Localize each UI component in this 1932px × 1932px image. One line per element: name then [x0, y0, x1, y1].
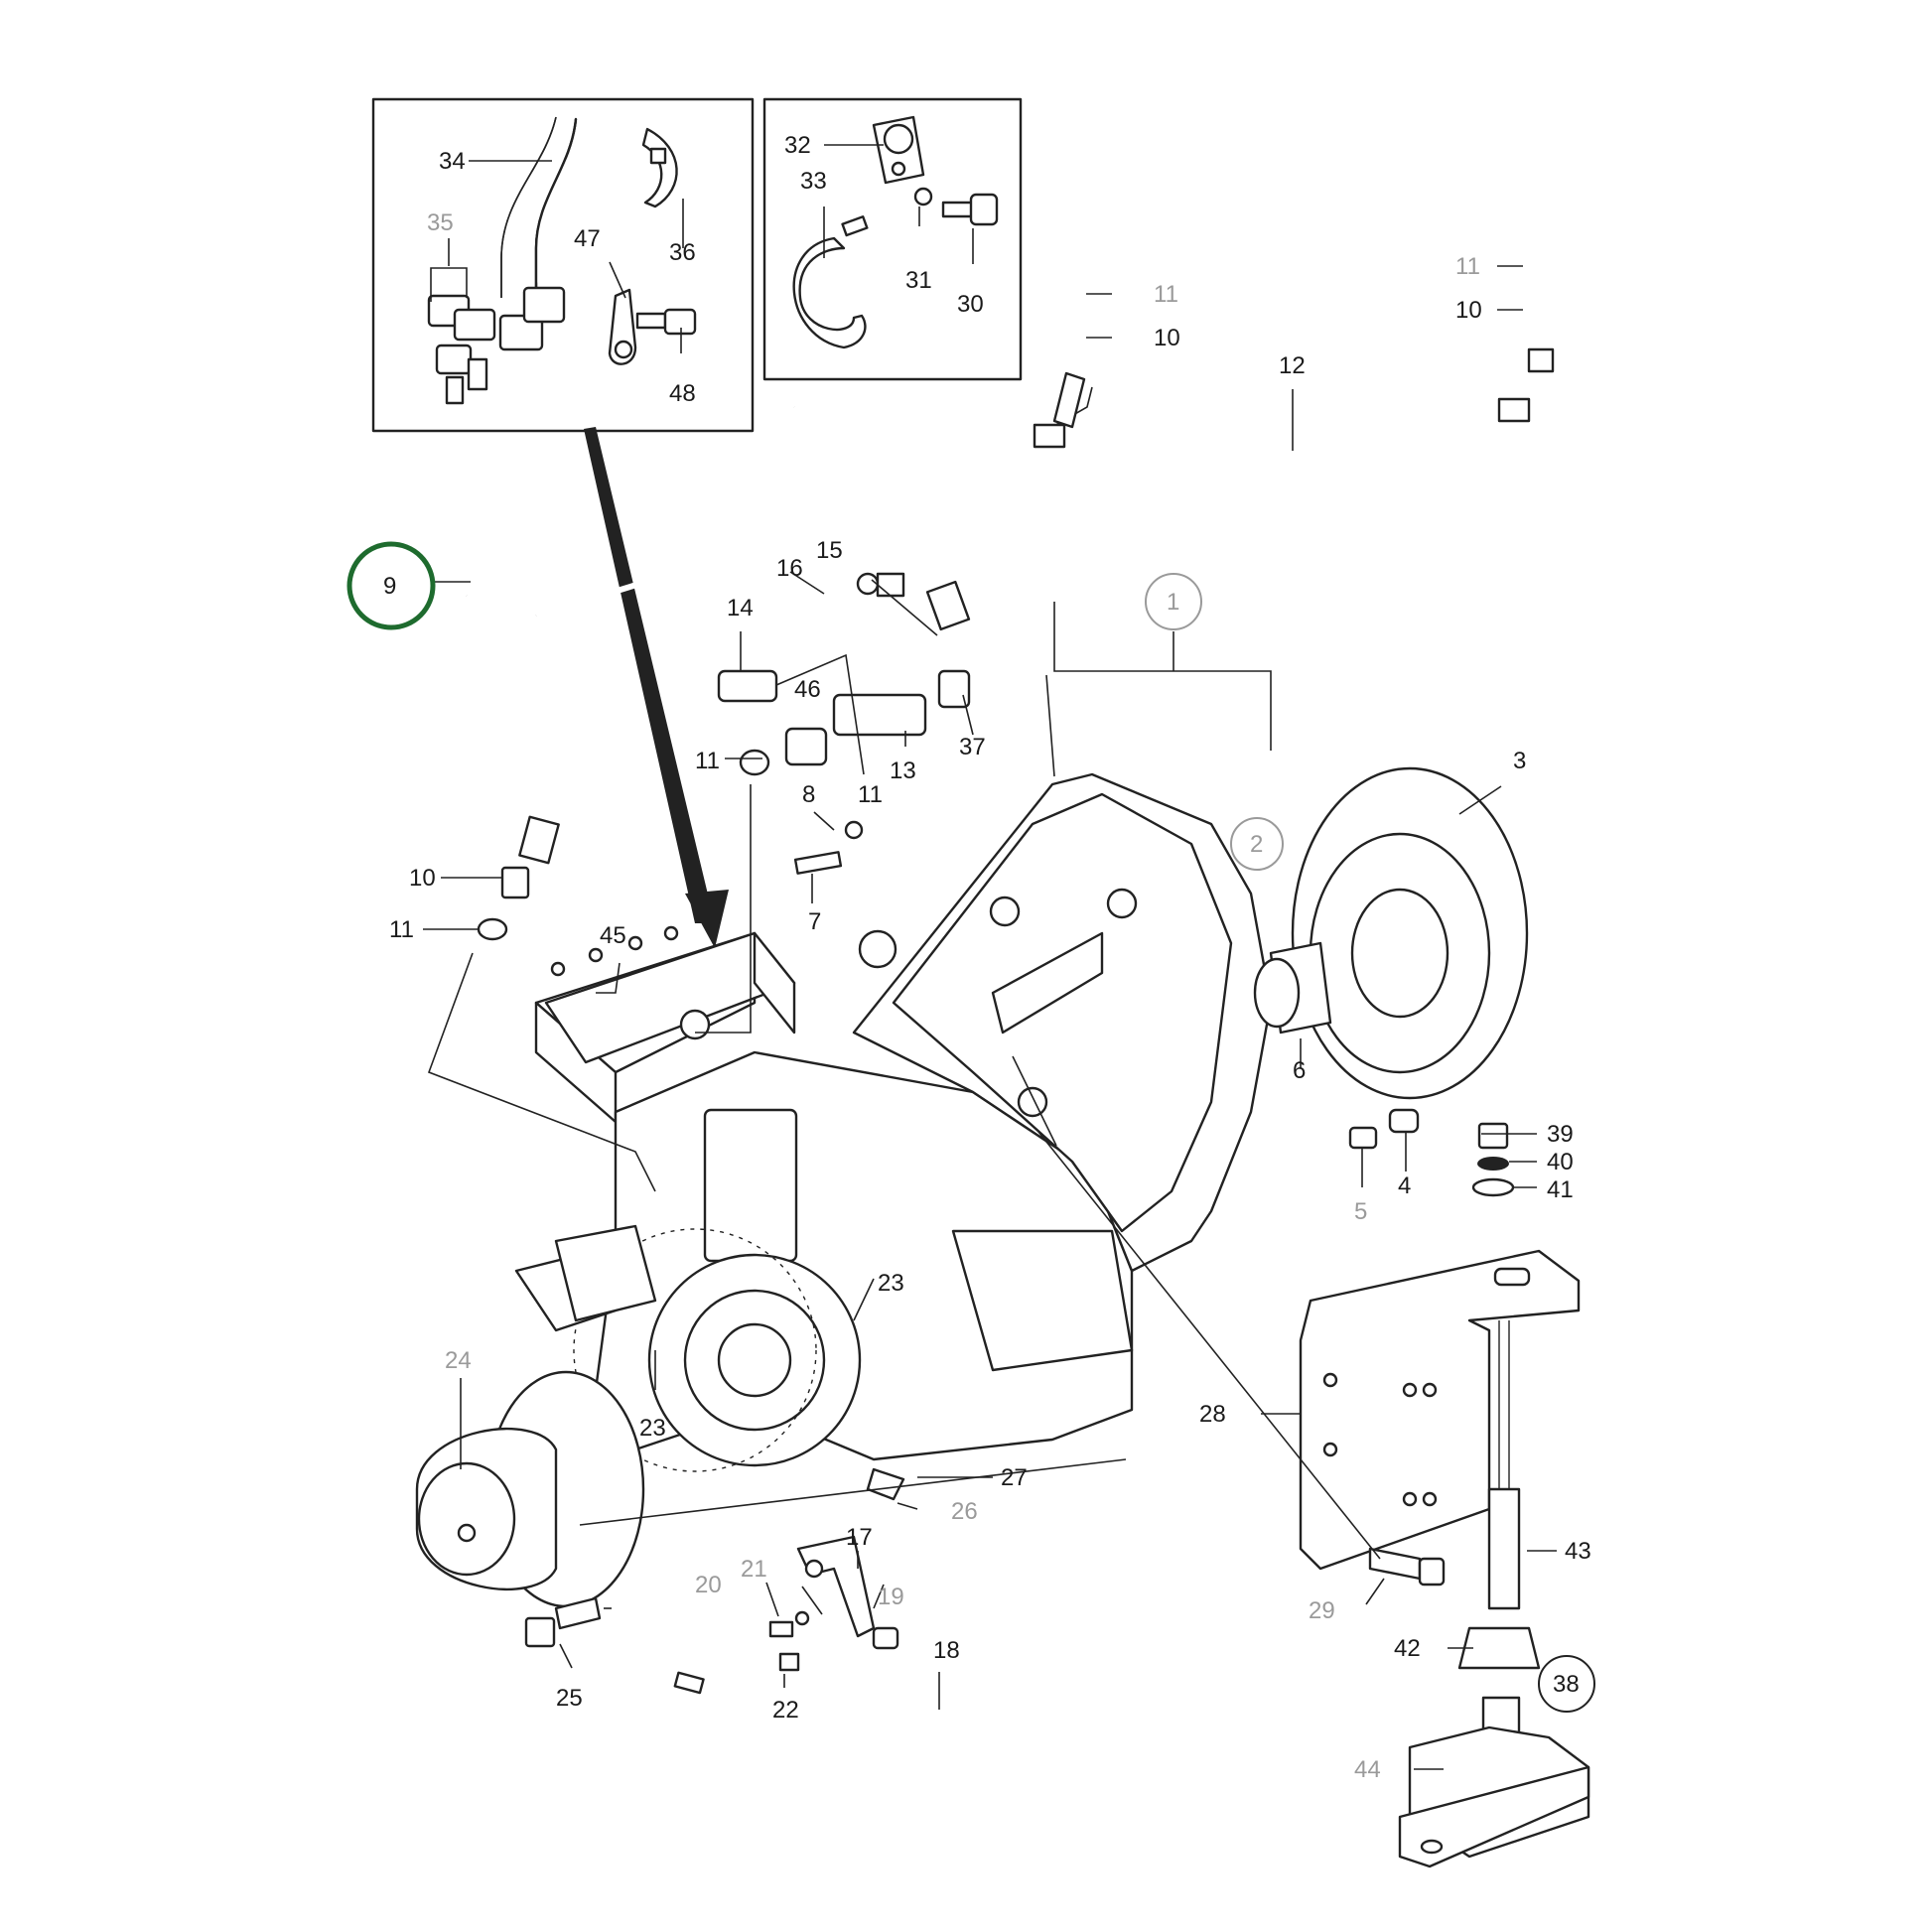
callout-20: 20 — [695, 1572, 722, 1598]
callout-11-top-right: 11 — [1455, 253, 1480, 280]
callout-27: 27 — [1001, 1464, 1028, 1491]
bolt-5 — [1348, 1126, 1378, 1150]
callout-38: 38 — [1553, 1671, 1580, 1698]
callout-31: 31 — [905, 267, 932, 294]
callout-45: 45 — [600, 922, 626, 949]
callout-17: 17 — [846, 1524, 873, 1551]
callout-labels: 34 35 36 47 48 32 33 31 30 11 10 11 10 1… — [346, 132, 1595, 1783]
callout-30: 30 — [957, 291, 984, 318]
callout-35: 35 — [427, 209, 454, 236]
callout-29: 29 — [1309, 1597, 1335, 1624]
callout-11-left: 11 — [389, 916, 414, 943]
callout-9: 9 — [383, 573, 396, 600]
callout-37: 37 — [959, 734, 986, 760]
callout-8: 8 — [802, 781, 815, 808]
pointer-arrow — [584, 427, 715, 923]
callout-47: 47 — [574, 225, 601, 252]
callout-18: 18 — [933, 1637, 960, 1664]
callout-33: 33 — [800, 168, 827, 195]
valve-block — [544, 925, 796, 1064]
damper-plate — [1253, 766, 1529, 1100]
callout-14: 14 — [727, 595, 754, 621]
callout-24: 24 — [445, 1347, 472, 1374]
callout-10-top-middle: 10 — [1154, 325, 1180, 351]
inset-hose-fittings — [371, 97, 755, 433]
callout-2-ring — [1230, 817, 1284, 871]
callout-15: 15 — [816, 537, 843, 564]
callout-32: 32 — [784, 132, 811, 159]
callout-2: 2 — [1250, 831, 1263, 858]
callout-28: 28 — [1199, 1401, 1226, 1428]
callout-38-ring — [1538, 1655, 1595, 1713]
callout-19: 19 — [878, 1584, 904, 1610]
fitting-cluster — [717, 572, 971, 875]
callout-44: 44 — [1354, 1756, 1381, 1783]
callout-13: 13 — [890, 758, 916, 784]
callout-23-right: 23 — [878, 1270, 904, 1297]
callout-4: 4 — [1398, 1173, 1411, 1199]
callout-6: 6 — [1293, 1057, 1306, 1084]
callout-11-top-middle: 11 — [1154, 281, 1178, 308]
callout-11-mid: 11 — [858, 781, 883, 808]
callout-22: 22 — [772, 1697, 799, 1724]
callout-42: 42 — [1394, 1635, 1421, 1662]
callout-10-left: 10 — [409, 865, 436, 892]
highlight-ring — [346, 541, 436, 630]
mount-bracket — [1299, 1249, 1581, 1571]
callout-7: 7 — [808, 908, 821, 935]
callout-5: 5 — [1354, 1198, 1367, 1225]
callout-16: 16 — [776, 555, 803, 582]
output-shaft-flange — [415, 1370, 645, 1608]
callout-10-top-right: 10 — [1455, 297, 1482, 324]
callout-1-ring — [1145, 573, 1202, 630]
callout-46: 46 — [794, 676, 821, 703]
callout-11-mid-left: 11 — [695, 748, 720, 774]
callout-43: 43 — [1565, 1538, 1591, 1565]
callout-26: 26 — [951, 1498, 978, 1525]
callout-40: 40 — [1547, 1149, 1574, 1175]
callout-34: 34 — [439, 148, 466, 175]
engine-mount — [1398, 1320, 1590, 1868]
callout-12: 12 — [1279, 352, 1306, 379]
callout-21: 21 — [741, 1556, 767, 1583]
callout-23-left: 23 — [639, 1415, 666, 1442]
callout-39: 39 — [1547, 1121, 1574, 1148]
callout-36: 36 — [669, 239, 696, 266]
pin-4 — [1388, 1108, 1420, 1134]
drive-flange — [514, 1224, 862, 1472]
oil-pipe — [535, 347, 1556, 619]
callout-3: 3 — [1513, 748, 1526, 774]
callout-25: 25 — [556, 1685, 583, 1712]
callout-1: 1 — [1167, 589, 1179, 616]
callout-41: 41 — [1547, 1176, 1574, 1203]
callout-48: 48 — [669, 380, 696, 407]
gearbox-housing — [534, 772, 1273, 1461]
inset-clamp-tie — [762, 97, 1023, 381]
hose-loop — [459, 402, 971, 865]
leader-lines — [423, 144, 1557, 1770]
